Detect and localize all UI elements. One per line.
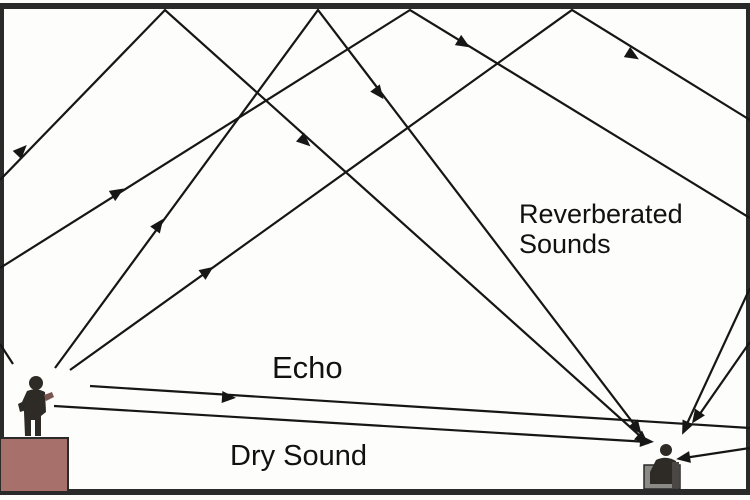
ray-2 [0,8,750,269]
arrowhead [691,408,705,424]
arrowhead [150,218,164,234]
arrowhead [108,188,124,202]
reverberated-sounds-line-2: Sounds [519,229,611,259]
echo-label: Echo [272,350,343,385]
room-frame [0,3,750,495]
ray-3 [54,8,641,433]
ray-7 [696,341,750,419]
dry-sound-label: Dry Sound [230,440,368,472]
arrowhead [296,132,311,147]
arrowhead [221,391,236,403]
ray-4 [69,8,750,371]
arrowhead [454,34,470,48]
ray-6 [684,287,750,429]
reverberated-sounds-line-1: Reverberated [519,199,683,229]
arrowhead [198,266,214,280]
arrowhead [676,451,691,463]
stage-platform [0,437,69,493]
arrowhead [628,419,642,435]
arrowhead [682,419,694,435]
arrowhead [12,144,27,160]
arrowhead [623,46,639,60]
reflected-rays [0,8,750,460]
ray-8 [683,446,750,460]
arrowhead [639,435,654,447]
seated-listener-icon [643,444,681,490]
ray-1 [0,8,641,437]
reverberated-sounds-label: Reverberated Sounds [519,199,683,259]
ray-5 [0,343,14,365]
person-speaking-icon [18,376,54,436]
arrowheads [12,34,705,463]
arrowhead [370,84,384,100]
echo-ray [89,384,750,430]
dry-sound-ray [53,404,649,444]
